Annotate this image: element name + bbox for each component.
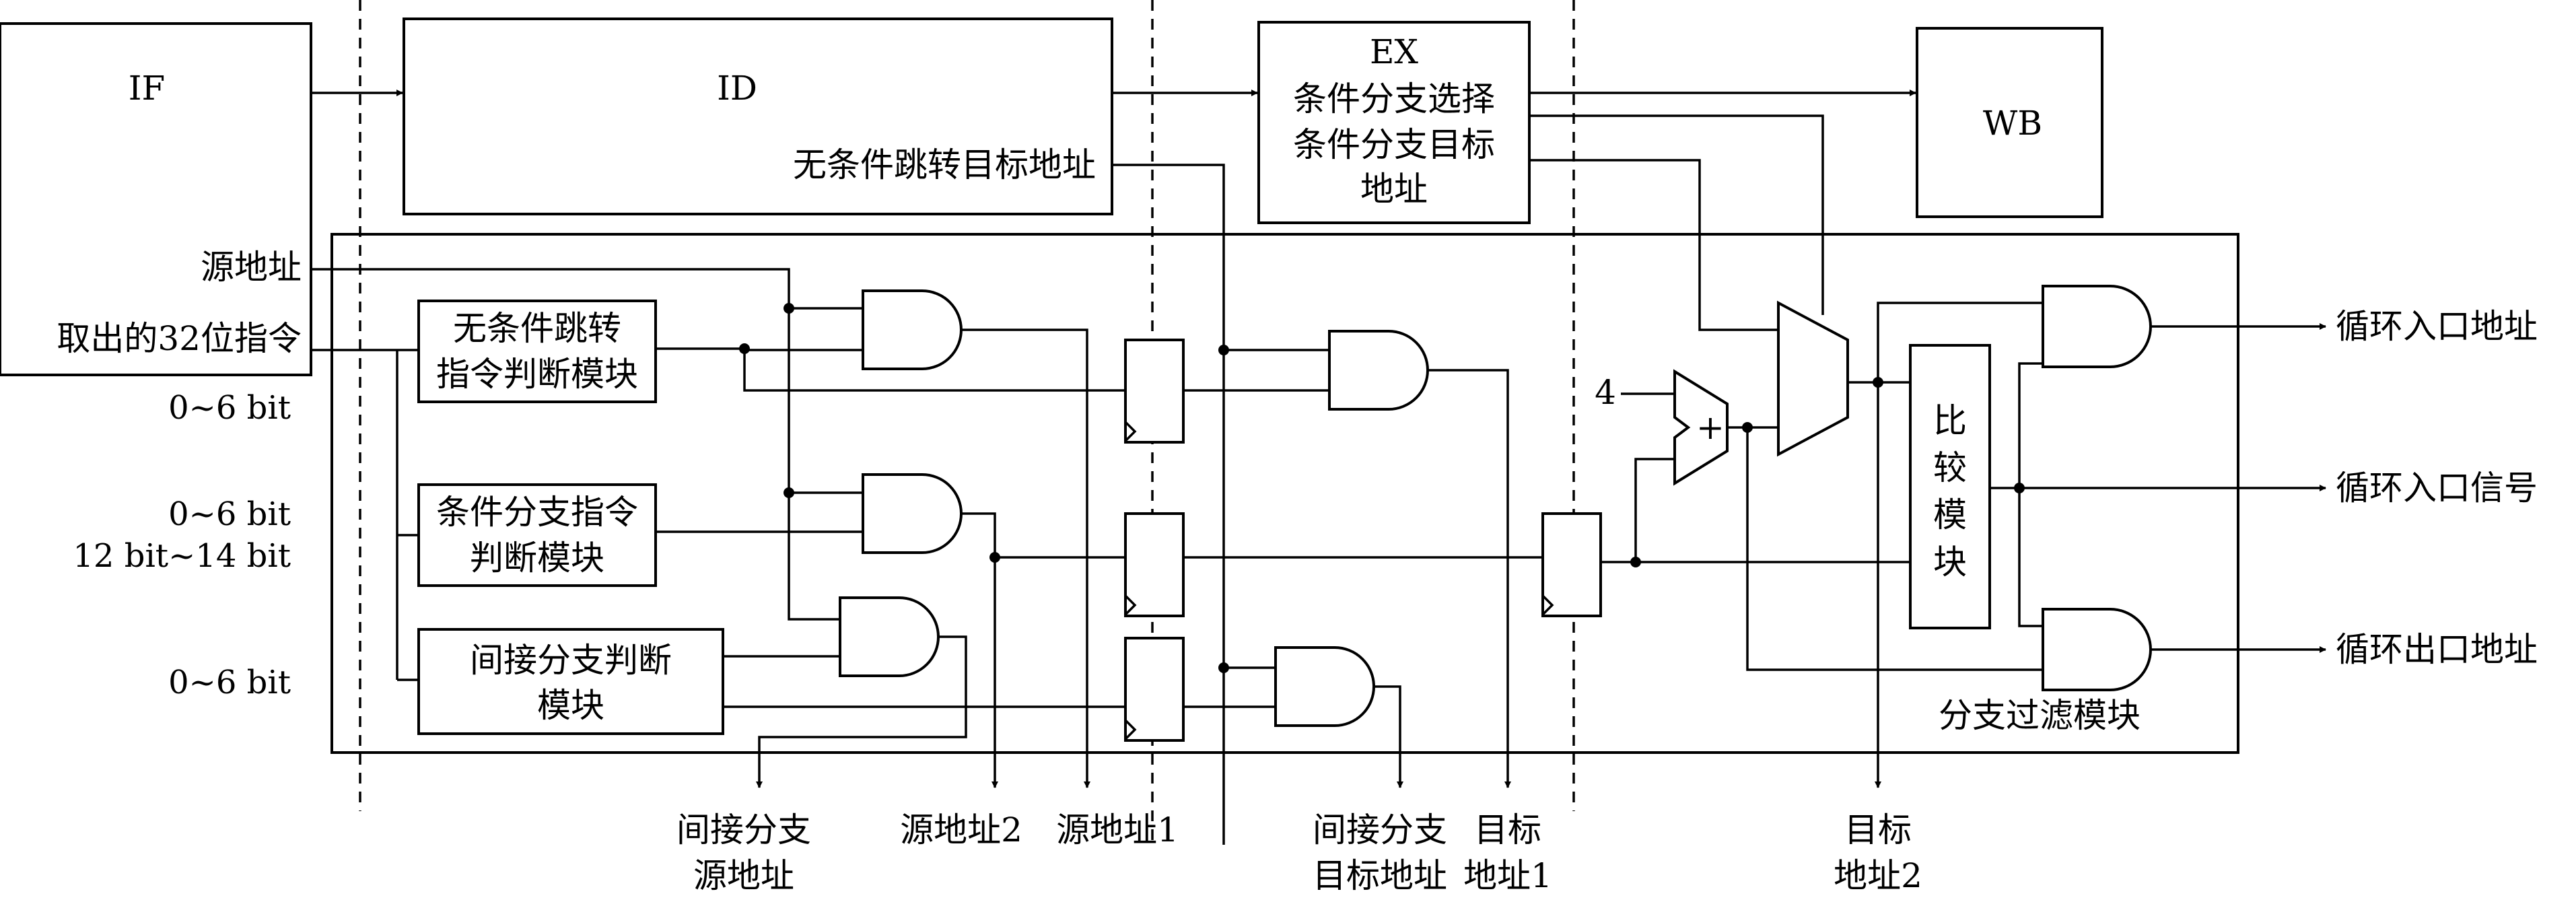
and-gate-target1 — [1328, 330, 1429, 411]
adder-constant: 4 — [1595, 373, 1616, 412]
and-gate-loop-exit — [2042, 608, 2152, 691]
compare-char-2: 较 — [1933, 448, 1967, 487]
indirect-judge-line1: 间接分支判断 — [470, 641, 672, 680]
ex-cond-select-to-mux — [1529, 114, 1824, 315]
wb-stage-box — [1916, 27, 2103, 218]
branch-filter-frame — [330, 233, 2239, 754]
if-stage-label: IF — [129, 69, 165, 108]
ex-reg-to-adder — [1634, 458, 1675, 562]
indirect-target-label-1: 间接分支 — [1313, 810, 1447, 849]
indirect-src-label-2: 源地址 — [693, 856, 794, 895]
ex-stage-box — [1257, 21, 1531, 224]
register-2-clock — [1124, 594, 1137, 616]
junction-and2 — [989, 552, 1000, 563]
uncond-to-and4 — [743, 349, 1125, 392]
and3-out-indirect-src — [756, 635, 967, 788]
compare-char-4: 块 — [1933, 543, 1967, 582]
and-gate-indirect — [839, 596, 940, 677]
id-ex-register-3 — [1124, 637, 1185, 742]
ex-addr-label: 地址 — [1360, 170, 1428, 209]
uncond-judge-module — [417, 300, 657, 403]
wb-stage-label: WB — [1983, 104, 2042, 143]
indirect-judge-module — [417, 628, 724, 735]
and4-out-target1 — [1428, 369, 1511, 788]
if-fetched-instr-label: 取出的32位指令 — [57, 319, 302, 358]
and-gate-cond — [862, 473, 963, 554]
junction-target-1 — [1218, 345, 1229, 355]
register-1-clock — [1124, 421, 1137, 442]
uncond-to-and1 — [656, 347, 863, 351]
compare-char-3: 模 — [1933, 495, 1967, 534]
branch-filter-label: 分支过滤模块 — [1939, 696, 2140, 735]
src1-label: 源地址1 — [1056, 810, 1179, 849]
ex-cond-target-label: 条件分支目标 — [1293, 125, 1495, 164]
adder-to-exit-and — [1746, 427, 2043, 671]
id-stage-label: ID — [717, 69, 757, 108]
indirect-target-label-2: 目标地址 — [1313, 856, 1447, 895]
junction-src-2 — [784, 487, 794, 498]
ex-stage-label: EX — [1370, 32, 1418, 71]
compare-to-exit-and — [2018, 488, 2043, 627]
bit-label-cond-1: 0~6 bit — [168, 495, 291, 533]
target1-label-2: 地址1 — [1463, 856, 1552, 895]
loop-exit-addr-label: 循环出口地址 — [2336, 630, 2538, 669]
id-uncond-target-label: 无条件跳转目标地址 — [793, 145, 1096, 184]
id-stage-box — [403, 18, 1113, 215]
junction-uncond — [739, 343, 750, 354]
bit-label-uncond: 0~6 bit — [168, 389, 291, 427]
indirect-src-label-1: 间接分支 — [676, 810, 811, 849]
ex-register — [1541, 512, 1602, 617]
id-ex-register-2 — [1124, 512, 1185, 617]
target2-label-2: 地址2 — [1834, 856, 1922, 895]
cond-judge-line2: 判断模块 — [470, 538, 604, 578]
loop-entry-signal-label: 循环入口信号 — [2336, 468, 2538, 508]
src2-label: 源地址2 — [900, 810, 1022, 849]
target2-label-1: 目标 — [1844, 810, 1912, 849]
ex-register-clock — [1541, 594, 1554, 616]
adder — [1673, 369, 1729, 486]
and2-out-src2 — [961, 512, 998, 788]
bit-label-cond-2: 12 bit~14 bit — [73, 537, 291, 575]
id-ex-register-1 — [1124, 339, 1185, 444]
compare-char-1: 比 — [1933, 401, 1967, 440]
if-stage-box — [0, 22, 312, 376]
and-gate-loop-entry — [2042, 285, 2152, 368]
uncond-judge-line1: 无条件跳转 — [453, 309, 621, 348]
cond-judge-module — [417, 483, 657, 587]
mux-to-entry-and — [1877, 302, 2043, 382]
target1-label-1: 目标 — [1474, 810, 1541, 849]
indirect-judge-line2: 模块 — [537, 686, 604, 725]
src-addr-wire — [311, 268, 847, 621]
junction-target-2 — [1218, 662, 1229, 673]
junction-src-1 — [784, 303, 794, 314]
and-gate-uncond — [862, 289, 963, 370]
bit-label-indirect: 0~6 bit — [168, 664, 291, 701]
ex-cond-select-label: 条件分支选择 — [1293, 79, 1495, 118]
if-src-addr-label: 源地址 — [201, 248, 302, 287]
ex-cond-target-to-mux — [1529, 159, 1778, 331]
uncond-target-bus — [1112, 164, 1225, 845]
register-3-clock — [1124, 719, 1137, 740]
and5-out-indirect-target — [1374, 685, 1403, 788]
uncond-judge-line2: 指令判断模块 — [436, 355, 638, 394]
and1-out-src1 — [961, 328, 1090, 788]
loop-entry-addr-label: 循环入口地址 — [2336, 307, 2538, 346]
mux — [1777, 300, 1849, 457]
adder-plus: + — [1696, 408, 1725, 447]
compare-to-entry-and — [2018, 362, 2043, 488]
compare-module — [1909, 344, 1991, 629]
and-gate-indirect-target — [1274, 646, 1375, 727]
cond-judge-line1: 条件分支指令 — [436, 493, 638, 532]
